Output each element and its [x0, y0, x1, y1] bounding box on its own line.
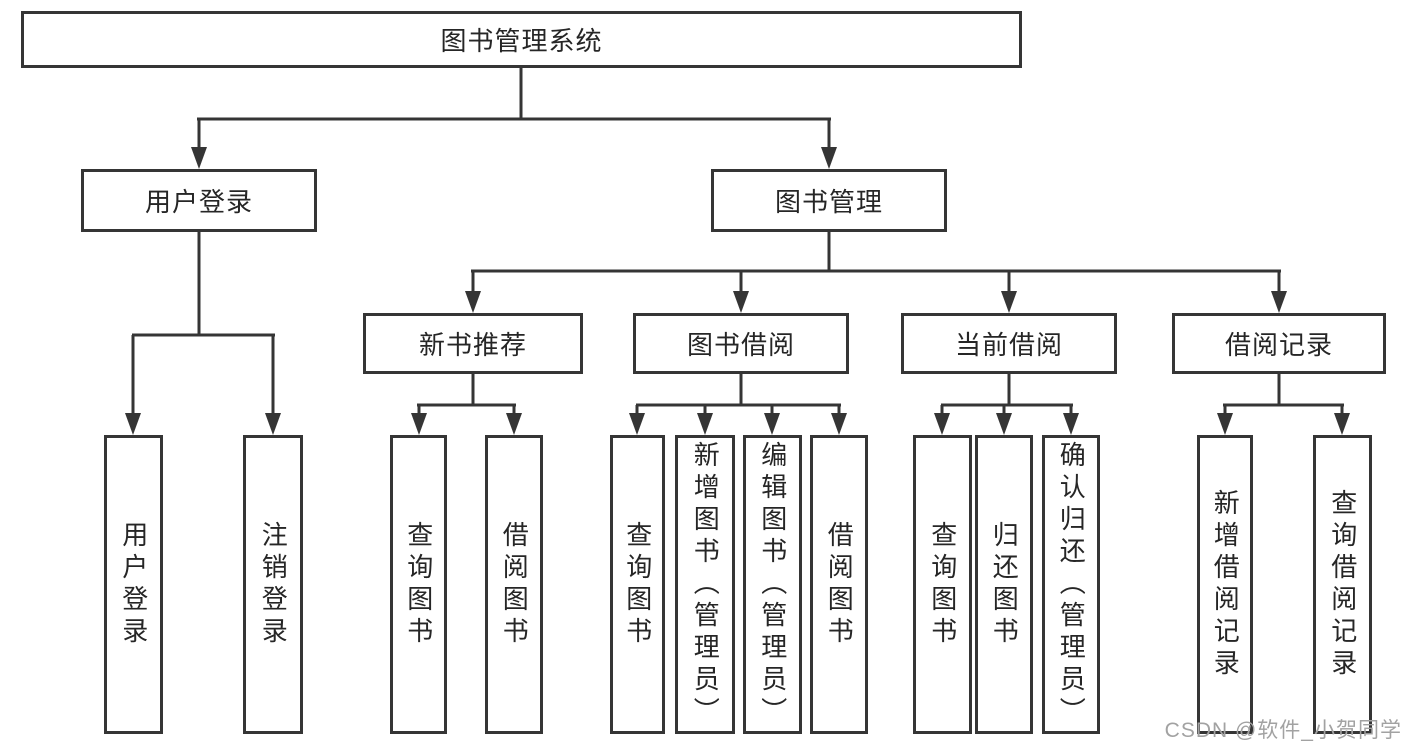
arrowhead-leaf — [1334, 413, 1350, 435]
arrowhead-leaf — [411, 413, 427, 435]
leaf-user-login: 用户登录 — [104, 435, 163, 734]
node-new-book-recommend: 新书推荐 — [363, 313, 583, 374]
node-borrow-records: 借阅记录 — [1172, 313, 1386, 374]
leaf-label: 查询图书 — [403, 520, 434, 649]
arrowhead-leaf — [1217, 413, 1233, 435]
arrowhead-leaf — [996, 413, 1012, 435]
leaf-edit-books-admin: 编辑图书（管理员） — [743, 435, 802, 734]
leaf-query-borrow-record: 查询借阅记录 — [1313, 435, 1372, 734]
arrowhead-leaf — [125, 413, 141, 435]
node-label: 新书推荐 — [418, 330, 527, 360]
arrowhead-leaf — [629, 413, 645, 435]
csdn-watermark: CSDN @软件_小贺同学 — [1164, 719, 1402, 742]
leaf-label: 新增借阅记录 — [1210, 488, 1241, 681]
leaf-borrow-books: 借阅图书 — [485, 435, 543, 734]
arrowhead-leaf — [831, 413, 847, 435]
arrowhead-leaf — [697, 413, 713, 435]
arrowhead-l3 — [1001, 291, 1017, 313]
arrowhead-leaf — [934, 413, 950, 435]
arrowhead-leaf — [1063, 413, 1079, 435]
node-book-borrow: 图书借阅 — [633, 313, 849, 374]
leaf-label: 借阅图书 — [499, 520, 530, 649]
node-label: 图书管理 — [774, 187, 883, 217]
leaf-label: 查询借阅记录 — [1327, 488, 1358, 681]
arrowhead-l3 — [1271, 291, 1287, 313]
arrowhead-l3 — [733, 291, 749, 313]
node-label: 图书管理系统 — [440, 26, 603, 56]
leaf-label: 用户登录 — [118, 520, 149, 649]
node-library-system: 图书管理系统 — [21, 11, 1022, 68]
node-label: 用户登录 — [144, 187, 253, 217]
leaf-query-books: 查询图书 — [390, 435, 447, 734]
arrowhead-leaf — [265, 413, 281, 435]
leaf-borrow-books: 借阅图书 — [810, 435, 868, 734]
arrowhead-login — [191, 147, 207, 169]
leaf-add-books-admin: 新增图书（管理员） — [675, 435, 735, 734]
node-user-login: 用户登录 — [81, 169, 317, 232]
leaf-label: 注销登录 — [258, 520, 289, 649]
leaf-confirm-return-admin: 确认归还（管理员） — [1042, 435, 1100, 734]
node-book-management: 图书管理 — [711, 169, 947, 232]
leaf-label: 归还图书 — [989, 520, 1020, 649]
leaf-label: 确认归还（管理员） — [1056, 440, 1087, 729]
node-current-borrow: 当前借阅 — [901, 313, 1117, 374]
arrowhead-l3 — [465, 291, 481, 313]
leaf-label: 借阅图书 — [824, 520, 855, 649]
leaf-label: 查询图书 — [622, 520, 653, 649]
leaf-label: 查询图书 — [927, 520, 958, 649]
node-label: 借阅记录 — [1224, 330, 1333, 360]
node-label: 当前借阅 — [954, 330, 1063, 360]
leaf-query-books: 查询图书 — [913, 435, 972, 734]
leaf-return-books: 归还图书 — [975, 435, 1033, 734]
arrowhead-leaf — [764, 413, 780, 435]
leaf-add-borrow-record: 新增借阅记录 — [1197, 435, 1253, 734]
leaf-label: 新增图书（管理员） — [690, 440, 721, 729]
arrowhead-leaf — [506, 413, 522, 435]
leaf-query-books: 查询图书 — [610, 435, 665, 734]
leaf-logout: 注销登录 — [243, 435, 303, 734]
leaf-label: 编辑图书（管理员） — [757, 440, 788, 729]
arrowhead-mgmt — [821, 147, 837, 169]
node-label: 图书借阅 — [686, 330, 795, 360]
